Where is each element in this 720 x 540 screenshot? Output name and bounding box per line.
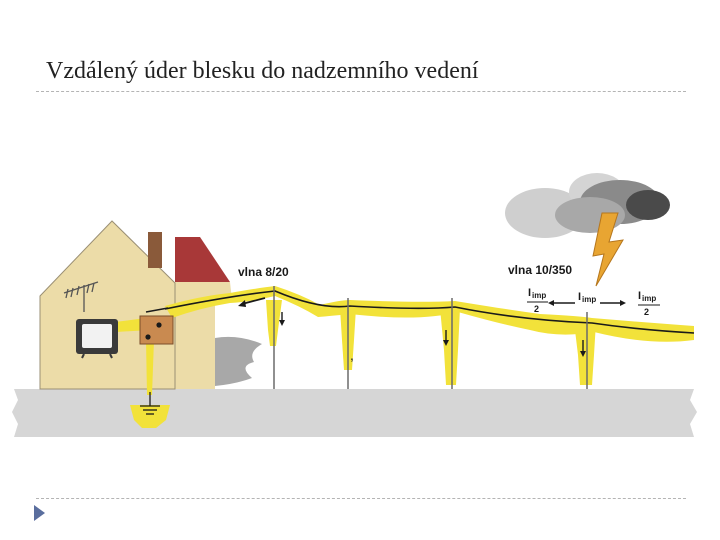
house-connection xyxy=(145,307,169,313)
slide-title: Vzdálený úder blesku do nadzemního veden… xyxy=(46,58,479,84)
wave-short-arrow xyxy=(241,297,266,305)
svg-text:I: I xyxy=(638,290,641,302)
svg-text:2: 2 xyxy=(534,304,539,314)
wave-long-label: vlna 10/350 xyxy=(508,263,572,277)
surge-at-ground xyxy=(130,405,170,428)
svg-text:imp: imp xyxy=(582,295,596,304)
television-icon xyxy=(76,319,118,359)
footer-divider xyxy=(36,498,686,499)
overhead-wire xyxy=(164,290,695,334)
cloud-icon xyxy=(505,173,670,238)
ground-icon xyxy=(140,392,160,415)
svg-text:2: 2 xyxy=(644,307,649,317)
svg-text:I: I xyxy=(528,287,531,299)
current-half-left: I imp 2 xyxy=(527,287,548,314)
title-divider xyxy=(36,91,686,92)
wave-short-label: vlna 8/20 xyxy=(238,265,289,279)
antenna-icon xyxy=(63,281,99,312)
current-half-right: I imp 2 xyxy=(638,290,660,317)
svg-text:imp: imp xyxy=(642,294,656,303)
ground-strip xyxy=(12,389,697,437)
footer-arrow-icon xyxy=(34,505,45,521)
surge-down-conductor xyxy=(146,340,154,395)
stray-mark: , xyxy=(350,347,354,363)
meter-box xyxy=(139,315,174,345)
svg-text:I: I xyxy=(578,291,581,303)
surge-pole-3 xyxy=(440,308,460,385)
surge-pole-4 xyxy=(574,322,596,385)
current-full-label: I imp xyxy=(578,291,596,304)
chimney xyxy=(148,232,162,268)
wall-shadow xyxy=(215,336,262,386)
svg-text:imp: imp xyxy=(532,291,546,300)
current-arrows xyxy=(238,297,626,357)
lightning-bolt-icon xyxy=(592,212,624,287)
house-front-wall xyxy=(39,220,176,390)
house-roof xyxy=(175,237,230,282)
